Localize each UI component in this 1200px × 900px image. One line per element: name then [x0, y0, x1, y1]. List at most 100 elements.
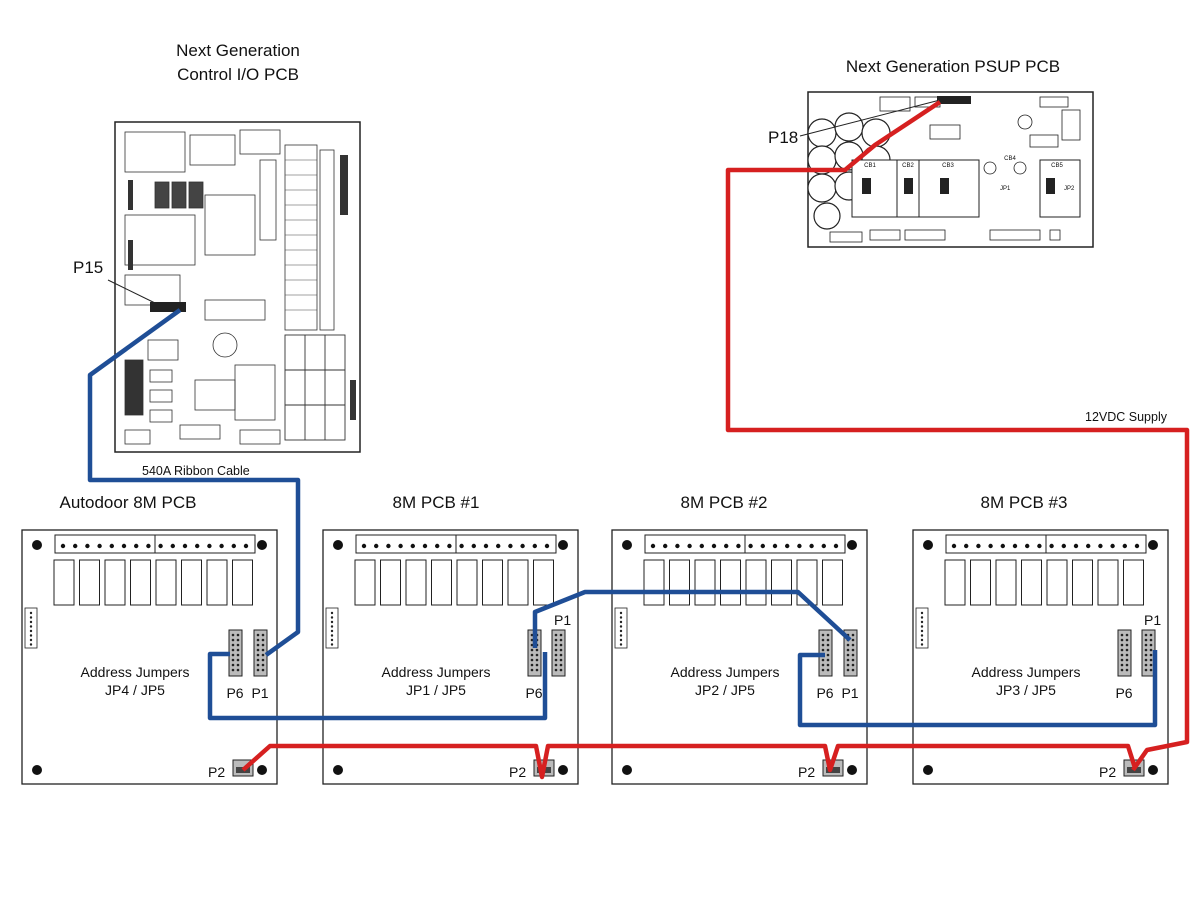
cb3-label: CB3	[942, 163, 954, 169]
terminal-screw	[724, 543, 729, 549]
terminal-screw	[60, 543, 66, 549]
header-pin	[851, 658, 855, 662]
header-pin	[846, 668, 850, 672]
board-0-jumpers-label: Address Jumpers	[81, 664, 190, 680]
header-pin	[530, 653, 534, 657]
header-pin	[29, 620, 33, 624]
board-1-terminal-strip	[355, 534, 557, 554]
ribbon-cable-control-to-autodoor	[87, 308, 301, 657]
terminal-screw	[496, 543, 501, 549]
mounting-hole	[847, 540, 857, 550]
mounting-hole	[622, 540, 632, 550]
header-pin	[535, 668, 539, 672]
header-pin	[231, 658, 235, 662]
header-pin	[851, 653, 855, 657]
relay	[822, 559, 843, 606]
header-pin	[236, 643, 240, 647]
terminal-screw	[785, 543, 790, 549]
board-1-p1-label: P1	[554, 612, 571, 628]
ribbon-cable-pcb1-to-pcb2	[532, 589, 852, 648]
header-pin	[1125, 638, 1129, 642]
terminal-screw	[182, 543, 188, 549]
terminal-screw	[170, 543, 175, 549]
header-pin	[554, 663, 558, 667]
mounting-hole	[923, 540, 933, 550]
header-pin	[920, 616, 924, 619]
relay	[970, 559, 991, 606]
header-pin	[559, 638, 563, 642]
header-pin	[821, 668, 825, 672]
relay	[771, 559, 792, 606]
cb1-label: CB1	[864, 163, 876, 169]
header-pin	[530, 663, 534, 667]
header-pin	[535, 663, 539, 667]
terminal-screw	[219, 543, 224, 549]
header-pin	[535, 648, 539, 652]
header-pin	[330, 634, 334, 637]
control-pcb-pads	[128, 155, 356, 420]
terminal-screw	[1061, 543, 1067, 549]
header-pin	[261, 668, 265, 672]
header-pin	[261, 648, 265, 652]
supply-cable	[241, 100, 1190, 780]
terminal-screw	[134, 543, 139, 549]
header-pin	[256, 668, 260, 672]
cb4-label: CB4	[1004, 156, 1016, 162]
header-pin	[1125, 653, 1129, 657]
terminal-screw	[797, 543, 802, 549]
psup-pcb: CB1 CB2 CB3 CB4 CB5 JP1 JP2	[807, 91, 1094, 248]
board-0-title: Autodoor 8M PCB	[59, 493, 196, 512]
mounting-hole	[847, 765, 857, 775]
header-pin	[559, 643, 563, 647]
relay	[181, 559, 202, 606]
terminal-screw	[410, 543, 415, 549]
board-1-side-header	[325, 607, 339, 649]
header-pin	[1120, 653, 1124, 657]
header-pin	[1144, 648, 1148, 652]
header-pin	[920, 625, 924, 628]
board-1-jumpers-value: JP1 / JP5	[406, 682, 466, 698]
relay	[405, 559, 427, 606]
header-pin	[29, 629, 33, 633]
mounting-hole	[923, 765, 933, 775]
terminal-screw	[760, 543, 765, 549]
header-pin	[236, 633, 240, 637]
terminal-screw	[158, 543, 163, 549]
header-pin	[554, 653, 558, 657]
header-pin	[256, 648, 260, 652]
header-pin	[619, 625, 623, 628]
terminal-screw	[231, 543, 236, 549]
terminal-screw	[109, 543, 115, 549]
mounting-hole	[333, 540, 343, 550]
terminal-screw	[483, 543, 489, 549]
header-pin	[330, 611, 334, 615]
board-1-p1-header	[551, 629, 566, 677]
terminal-screw	[1098, 543, 1103, 549]
header-pin	[846, 648, 850, 652]
header-pin	[826, 643, 830, 647]
relay	[79, 559, 100, 606]
mounting-hole	[257, 765, 267, 775]
board-3-p2-label: P2	[1099, 764, 1116, 780]
supply-cable-label: 12VDC Supply	[1085, 410, 1168, 424]
board-3-p1-label: P1	[1144, 612, 1161, 628]
header-pin	[826, 633, 830, 637]
relay	[507, 559, 529, 606]
relay	[130, 559, 151, 606]
p15-label: P15	[73, 258, 103, 277]
terminal-screw	[1049, 543, 1054, 549]
header-pin	[330, 638, 334, 642]
terminal-screw	[699, 543, 704, 549]
terminal-screw	[386, 543, 391, 549]
header-pin	[330, 616, 334, 619]
p15-leader	[107, 279, 156, 304]
header-pin	[559, 668, 563, 672]
header-pin	[559, 648, 563, 652]
header-pin	[846, 653, 850, 657]
header-pin	[236, 658, 240, 662]
terminal-screw	[833, 543, 839, 549]
header-pin	[619, 638, 623, 642]
terminal-screw	[1110, 543, 1115, 549]
terminal-screw	[361, 543, 367, 549]
header-pin	[1149, 658, 1153, 662]
